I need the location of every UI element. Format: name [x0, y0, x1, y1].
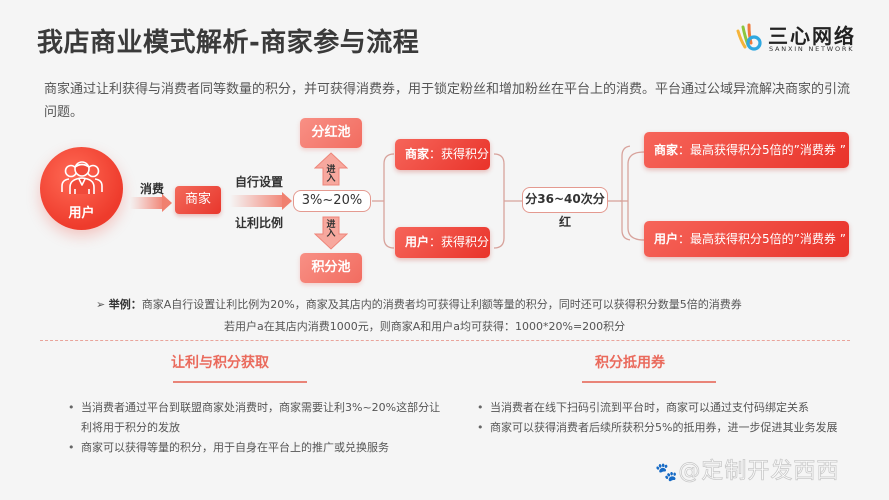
- example-line-1: ➢ 举例：商家A自行设置让利比例为20%，商家及其店内的消费者均可获得让利额等量…: [96, 296, 742, 312]
- list-item: 当消费者在线下扫码引流到平台时，商家可以通过支付码绑定关系: [477, 398, 842, 418]
- users-group-icon: [60, 161, 103, 194]
- section-underline: [582, 381, 716, 383]
- logo-text-cn: 三心网络: [768, 24, 856, 48]
- example-text-1: 商家A自行设置让利比例为20%，商家及其店内的消费者均可获得让利额等量的积分，同…: [141, 298, 742, 311]
- flow-connectors: [372, 145, 630, 249]
- setting-label-top: 自行设置: [235, 175, 284, 189]
- baidu-paw-icon: 🐾: [655, 462, 679, 484]
- enter-up-arrow: 进入: [313, 152, 349, 186]
- user-voucher-text: 最高获得积分5倍的”消费券 ”: [690, 232, 846, 246]
- arrow-up-icon: [313, 152, 349, 186]
- merchant-node: 商家: [175, 186, 221, 214]
- separator: ：: [429, 147, 442, 161]
- user-points-text: 获得积分: [441, 235, 490, 249]
- user-role-label: 用户: [654, 232, 679, 246]
- example-label: 举例: [108, 298, 131, 311]
- separator: ：: [678, 143, 691, 157]
- list-item: 商家可以获得等量的积分，用于自身在平台上的推广或兑换服务: [68, 438, 448, 458]
- separator: ：: [678, 232, 691, 246]
- watermark: 🐾@定制开发西西: [655, 453, 839, 485]
- arrow-down-icon: [313, 216, 349, 250]
- bullet-arrow-icon: ➢: [96, 298, 106, 311]
- section-title-voucher: 积分抵用券: [595, 355, 665, 371]
- right-bracket: [620, 151, 645, 241]
- list-item: 商家可以获得消费者后续所获积分5%的抵用券，进一步促进其业务发展: [477, 418, 842, 438]
- brand-logo: 三心网络 SANXIN NETWORK: [735, 20, 885, 60]
- intro-paragraph: 商家通过让利获得与消费者同等数量的积分，并可获得消费券，用于锁定粉丝和增加粉丝在…: [44, 82, 851, 120]
- logo-text-en: SANXIN NETWORK: [769, 45, 855, 53]
- merchant-role-label: 商家: [405, 147, 430, 161]
- list-item: 当消费者通过平台到联盟商家处消费时，商家需要让利3%~20%这部分让利将用于积分…: [68, 398, 448, 438]
- user-points-box: 用户：获得积分: [395, 227, 490, 258]
- merchant-role-label: 商家: [654, 143, 679, 157]
- voucher-bullet-list: 当消费者在线下扫码引流到平台时，商家可以通过支付码绑定关系 商家可以获得消费者后…: [477, 398, 842, 438]
- merchant-voucher-text: 最高获得积分5倍的”消费券 ”: [690, 143, 846, 157]
- ratio-box: 3%~20%: [293, 190, 371, 212]
- user-label: 用户: [68, 206, 95, 221]
- dashed-divider: [40, 340, 850, 341]
- setting-arrow: [230, 192, 292, 210]
- setting-label-bottom: 让利比例: [235, 216, 284, 230]
- user-role-label: 用户: [405, 235, 430, 249]
- merchant-points-text: 获得积分: [441, 147, 490, 161]
- merchant-points-box: 商家：获得积分: [395, 139, 490, 170]
- user-node: 用户: [40, 147, 123, 230]
- enter-label-up: 进入: [326, 165, 336, 184]
- dividend-pool: 分红池: [300, 118, 362, 148]
- enter-down-arrow: 进入: [313, 216, 349, 250]
- rebate-bullet-list: 当消费者通过平台到联盟商家处消费时，商家需要让利3%~20%这部分让利将用于积分…: [68, 398, 448, 458]
- points-pool: 积分池: [300, 253, 362, 283]
- section-title-rebate: 让利与积分获取: [171, 355, 269, 371]
- sanxin-logo-icon: [736, 23, 762, 51]
- dividend-box: 分36~40次分红: [522, 187, 608, 229]
- watermark-text: @定制开发西西: [678, 459, 840, 485]
- page-title: 我店商业模式解析-商家参与流程: [37, 28, 420, 58]
- example-line-2: 若用户a在其店内消费1000元，则商家A和用户a均可获得：1000*20%=20…: [224, 320, 626, 333]
- user-voucher-box: 用户：最高获得积分5倍的”消费券 ”: [644, 221, 849, 257]
- consume-arrow: [130, 194, 172, 212]
- separator: ：: [429, 235, 442, 249]
- consume-label: 消费: [140, 182, 165, 196]
- section-underline: [173, 381, 307, 383]
- example-colon: ：: [130, 298, 142, 311]
- enter-label-down: 进入: [326, 220, 336, 239]
- merchant-voucher-box: 商家：最高获得积分5倍的”消费券 ”: [644, 132, 849, 168]
